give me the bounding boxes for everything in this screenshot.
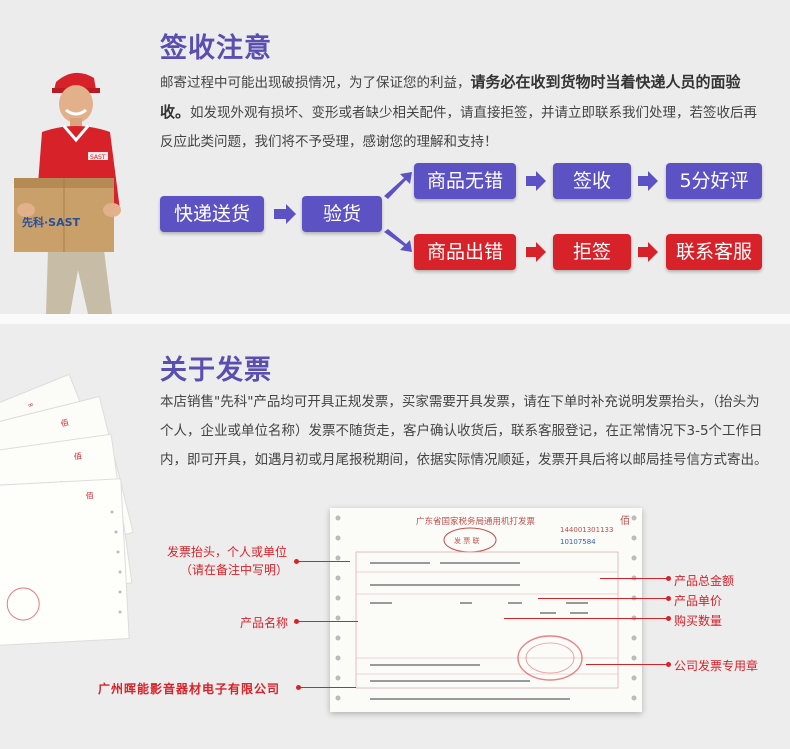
label-unit-price: 产品单价 [674, 594, 723, 608]
label-total: 产品总金额 [674, 574, 735, 588]
label-invoice-header-note: （请在备注中写明） [180, 563, 289, 577]
svg-text:佰: 佰 [60, 417, 70, 429]
invoice-section: ∞ 佰 佰 144001301133 佰 关于发票 本店销售"先科"产品均可 [0, 324, 790, 749]
box-brand: 先科·SAST [22, 215, 81, 229]
invoice-stack-illustration: ∞ 佰 佰 144001301133 佰 [0, 373, 134, 647]
label-seal: 公司发票专用章 [674, 659, 759, 673]
svg-text:∞: ∞ [26, 400, 34, 410]
label-qty: 购买数量 [674, 614, 723, 628]
section-divider [0, 314, 790, 324]
invoice-title: 关于发票 [160, 355, 272, 386]
sample-invoice: 广东省国家税务局通用机打发票 佰 发 票 联 144001301133 1010… [330, 508, 642, 712]
svg-text:佰: 佰 [620, 514, 630, 527]
flow-sign: 签收 [553, 163, 631, 199]
arrow-icon [526, 242, 658, 262]
sign-body: 邮寄过程中可能出现破损情况，为了保证您的利益，请务必在收到货物时当着快递人员的面… [160, 68, 770, 157]
label-invoice-header: 发票抬头，个人或单位 [167, 545, 288, 559]
label-product-name: 产品名称 [240, 616, 289, 630]
flow-error: 商品出错 [414, 234, 516, 270]
flow-good-review: 5分好评 [666, 163, 762, 199]
svg-text:佰: 佰 [73, 451, 82, 462]
sign-body-part2: 如发现外观有损坏、变形或者缺少相关配件，请直接拒签，并请立即联系我们处理，若签收… [160, 105, 758, 150]
sample-sub: 发 票 联 [454, 536, 479, 545]
sign-body-emphasis: 请务必在收到货物时当着快递人员的面验收。 [160, 73, 741, 121]
label-company: 广州晖能影音器材电子有限公司 [98, 682, 281, 696]
sign-notice-section: SAST 先科·SAST 签收注意 邮寄过程中可能出现破损情况，为了保证您的利益… [0, 0, 790, 314]
arrow-icon [274, 171, 658, 224]
flow-contact: 联系客服 [666, 234, 762, 270]
sign-title: 签收注意 [160, 33, 272, 64]
flow-arrows [274, 171, 658, 262]
sign-body-part1: 邮寄过程中可能出现破损情况，为了保证您的利益， [160, 75, 471, 91]
sample-invoice-drawing: 广东省国家税务局通用机打发票 佰 发 票 联 144001301133 1010… [335, 514, 637, 701]
arrow-icon [384, 229, 412, 252]
invoice-body: 本店销售"先科"产品均可开具正规发票，买家需要开具发票，请在下单时补充说明发票抬… [160, 394, 768, 468]
flow-start: 快递送货 [160, 196, 264, 232]
sample-header: 广东省国家税务局通用机打发票 [416, 516, 536, 527]
flow-reject: 拒签 [553, 234, 631, 270]
invoice-number: 10107584 [560, 538, 596, 546]
invoice-code: 144001301133 [560, 526, 613, 534]
flow-inspect: 验货 [302, 196, 382, 232]
svg-text:佰: 佰 [85, 490, 94, 500]
shirt-logo: SAST [90, 154, 106, 161]
courier-illustration: SAST 先科·SAST [14, 72, 121, 314]
flow-ok: 商品无错 [414, 163, 516, 199]
